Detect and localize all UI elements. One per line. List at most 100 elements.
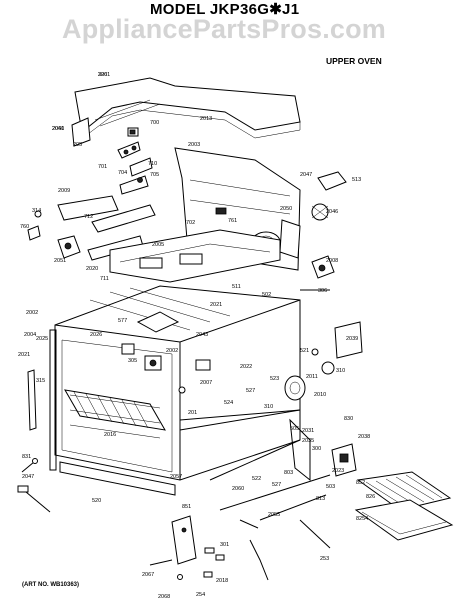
callout-label: 2010 (314, 392, 326, 398)
callout-label: 830 (344, 416, 353, 422)
callout-label: 315 (36, 378, 45, 384)
callout-label: 511 (232, 284, 241, 290)
section-label: UPPER OVEN (326, 56, 382, 66)
bottom-small-parts[interactable] (177, 519, 269, 581)
callout-label: 505 (290, 426, 299, 432)
callout-label: 310 (336, 368, 345, 374)
callout-label: 2060 (232, 486, 244, 492)
door-hinge[interactable] (149, 515, 197, 566)
callout-label: 254 (196, 592, 205, 598)
callout-label: 2067 (142, 572, 154, 578)
callout-label: 2009 (58, 188, 70, 194)
switch-bracket[interactable] (91, 204, 156, 233)
side-trim-strip[interactable] (27, 369, 37, 431)
broiler-pan[interactable] (354, 471, 454, 541)
callout-label: 310 (264, 404, 273, 410)
callout-label: 2047 (300, 172, 312, 178)
callout-label: 710 (148, 161, 157, 167)
callout-label: 2022 (240, 364, 252, 370)
vent-duct[interactable] (136, 311, 180, 333)
callout-label: 201 (188, 410, 197, 416)
side-bracket[interactable] (71, 117, 91, 147)
callout-label: 305 (128, 358, 137, 364)
callout-label: 2035 (302, 438, 314, 444)
callout-label: 2013 (200, 116, 212, 122)
door-latch[interactable] (331, 443, 357, 477)
callout-label: 2011 (306, 374, 318, 380)
callout-label: 702 (186, 220, 195, 226)
callout-label: 2021 (18, 352, 30, 358)
control-mount-panel[interactable] (57, 195, 119, 221)
callout-label: 205 (73, 142, 82, 148)
callout-label: 700 (150, 120, 159, 126)
callout-label: 2003 (188, 142, 200, 148)
callout-label: 704 (118, 170, 127, 176)
right-side-components[interactable] (284, 255, 363, 401)
fan-assembly[interactable] (279, 171, 347, 259)
callout-label: 2002 (26, 310, 38, 316)
callout-label: 527 (246, 388, 255, 394)
top-frame-rails[interactable] (109, 229, 281, 283)
callout-label: 2026 (90, 332, 102, 338)
callout-label: 761 (228, 218, 237, 224)
callout-label: 852 (356, 480, 365, 486)
interior-components[interactable] (121, 343, 211, 371)
callout-label: 2055 (268, 512, 280, 518)
callout-label: 2068 (158, 594, 170, 600)
callout-label: 826 (366, 494, 375, 500)
callout-label: 2005 (152, 242, 164, 248)
callout-label: 2002 (166, 348, 178, 354)
art-number: (ART NO. WB10363) (22, 582, 80, 588)
callout-label: 2018 (216, 578, 228, 584)
callout-label: 2046 (326, 209, 338, 215)
callout-label: 2021 (210, 302, 222, 308)
callout-label: 2051 (54, 258, 66, 264)
callout-label: 2016 (104, 432, 116, 438)
page-title: MODEL JKP36G✱J1 (150, 1, 300, 18)
callout-label: 527 (272, 482, 281, 488)
top-cover-panel[interactable] (74, 77, 301, 141)
callout-label: 760 (20, 224, 29, 230)
callout-label: 513 (352, 177, 361, 183)
callout-label: 253 (320, 556, 329, 562)
bake-element-rods[interactable] (209, 439, 331, 549)
front-face-frame[interactable] (49, 329, 311, 496)
callout-label: 701 (98, 164, 107, 170)
callout-label: 2031 (302, 428, 314, 434)
control-parts-cluster[interactable] (117, 127, 153, 195)
callout-label: 803 (284, 470, 293, 476)
callout-label: 520 (92, 498, 101, 504)
meat-probe[interactable] (17, 458, 51, 513)
callout-label: 2057 (170, 474, 182, 480)
callout-label: 705 (150, 172, 159, 178)
callout-label: 2008 (326, 258, 338, 264)
callout-labels: 2001 2040 205 700 2013 701 710 2003 704 705 2009 71… (18, 72, 375, 600)
callout-label: 314 (32, 208, 41, 214)
callout-label: 2061 (52, 126, 64, 132)
watermark: AppliancePartsPros.com (62, 14, 387, 44)
callout-label: 2040 (52, 126, 64, 132)
left-small-parts[interactable] (27, 210, 81, 259)
callout-label: 2001 (98, 72, 110, 78)
callout-label: 524 (224, 400, 233, 406)
callout-label: 2007 (200, 380, 212, 386)
callout-label: 523 (270, 376, 279, 382)
oven-cavity-frame[interactable] (54, 285, 301, 481)
callout-label: 521 (300, 348, 309, 354)
callout-label: 851 (182, 504, 191, 510)
callout-label: 577 (118, 318, 127, 324)
callout-label: 712 (84, 214, 93, 220)
oven-rack[interactable] (64, 389, 166, 431)
callout-label: 2039 (346, 336, 358, 342)
callout-label: 503 (326, 484, 335, 490)
callout-label: 2038 (358, 434, 370, 440)
callout-label: 522 (252, 476, 261, 482)
callout-label: 2043 (196, 332, 208, 338)
callout-label: 306 (318, 288, 327, 294)
callout-label: 711 (100, 276, 109, 282)
callout-label: 8254 (356, 516, 368, 522)
callout-label: 301 (220, 542, 229, 548)
callout-label: 2004 (24, 332, 36, 338)
cross-rod (179, 409, 301, 431)
